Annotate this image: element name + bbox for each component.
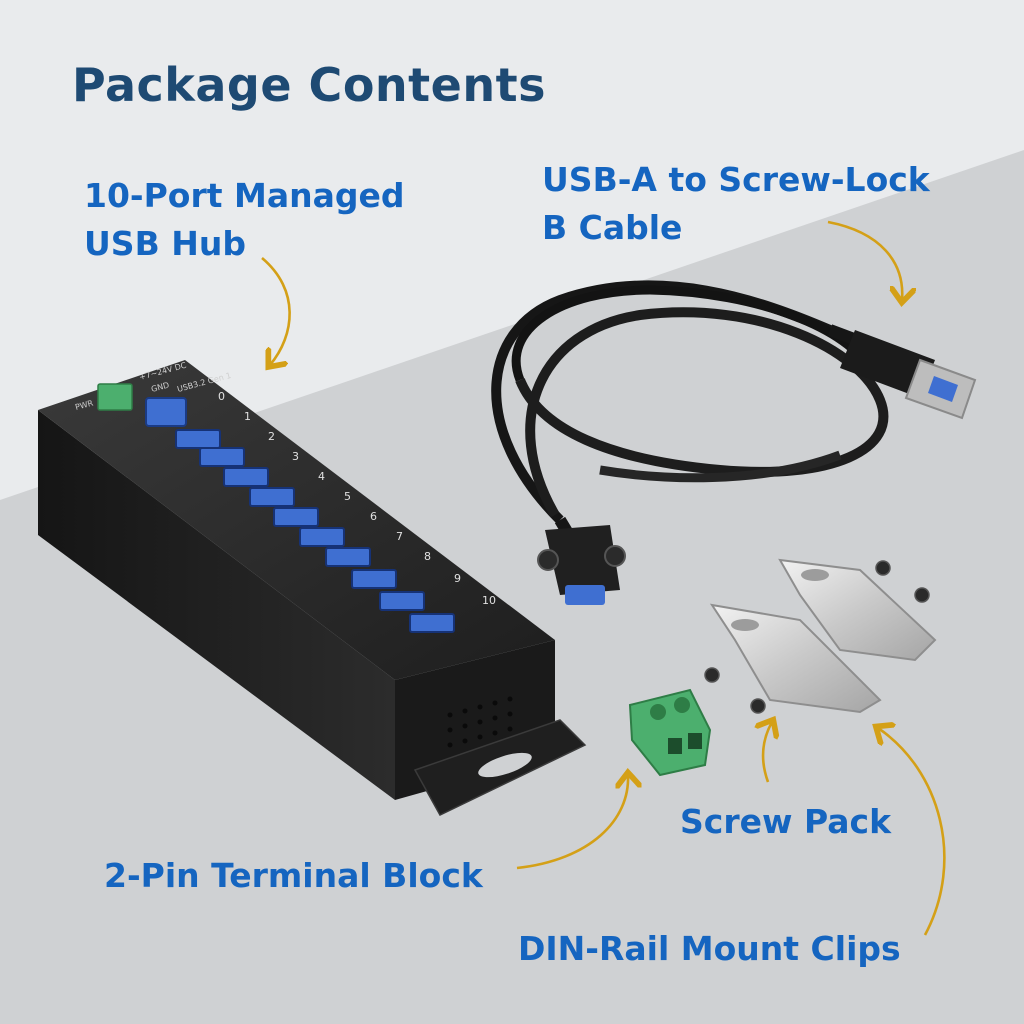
usb-port-2 [199, 447, 245, 467]
usb-port-3 [223, 467, 269, 487]
label-cable-line-1: USB-A to Screw-Lock [542, 160, 930, 199]
port-number: 7 [396, 530, 403, 543]
port-number: 9 [454, 572, 461, 585]
label-cable: USB-A to Screw-Lock B Cable [542, 156, 930, 252]
usb-port-1 [175, 429, 221, 449]
arrow-clips [878, 728, 946, 936]
callout-arrows [261, 220, 946, 936]
port-number: 5 [344, 490, 351, 503]
label-hub-line-2: USB Hub [84, 223, 246, 263]
port-number: 6 [370, 510, 377, 523]
screw-pack [704, 560, 930, 714]
label-din-clips: DIN-Rail Mount Clips [518, 929, 901, 968]
arrow-terminal [516, 775, 628, 870]
port-number: 4 [318, 470, 325, 483]
usb-cable [491, 280, 977, 605]
hub-usb-ports [175, 429, 455, 633]
label-screw-pack: Screw Pack [680, 802, 892, 841]
usb-a-plug [827, 324, 977, 420]
background-diagonal [0, 150, 1024, 1024]
usb-port-6 [299, 527, 345, 547]
hub-port-numbers: 0 1 2 3 4 5 6 7 8 9 10 [218, 390, 496, 607]
hub-power-terminal [97, 383, 133, 411]
label-terminal-block: 2-Pin Terminal Block [104, 856, 483, 895]
arrow-hub [261, 257, 291, 365]
page-title: Package Contents [72, 58, 546, 112]
hub-usb-b-port [145, 397, 187, 427]
label-cable-line-2: B Cable [542, 207, 683, 247]
arrow-screws [763, 722, 772, 783]
label-hub-line-1: 10-Port Managed [84, 176, 405, 215]
label-hub: 10-Port Managed USB Hub [84, 172, 405, 268]
usb-port-4 [249, 487, 295, 507]
usb-port-8 [351, 569, 397, 589]
terminal-block [628, 688, 712, 777]
port-number: 8 [424, 550, 431, 563]
usb-port-10 [409, 613, 455, 633]
port-number: 0 [218, 390, 225, 403]
usb-port-9 [379, 591, 425, 611]
port-number: 10 [482, 594, 496, 607]
hub-front-face [38, 410, 395, 800]
usb-port-5 [273, 507, 319, 527]
port-number: 1 [244, 410, 251, 423]
arrow-cable [827, 220, 902, 300]
usb-b-plug [537, 516, 626, 605]
port-number: 2 [268, 430, 275, 443]
hub-vent [447, 696, 513, 748]
usb-port-7 [325, 547, 371, 567]
port-number: 3 [292, 450, 299, 463]
din-rail-clips [709, 558, 937, 714]
